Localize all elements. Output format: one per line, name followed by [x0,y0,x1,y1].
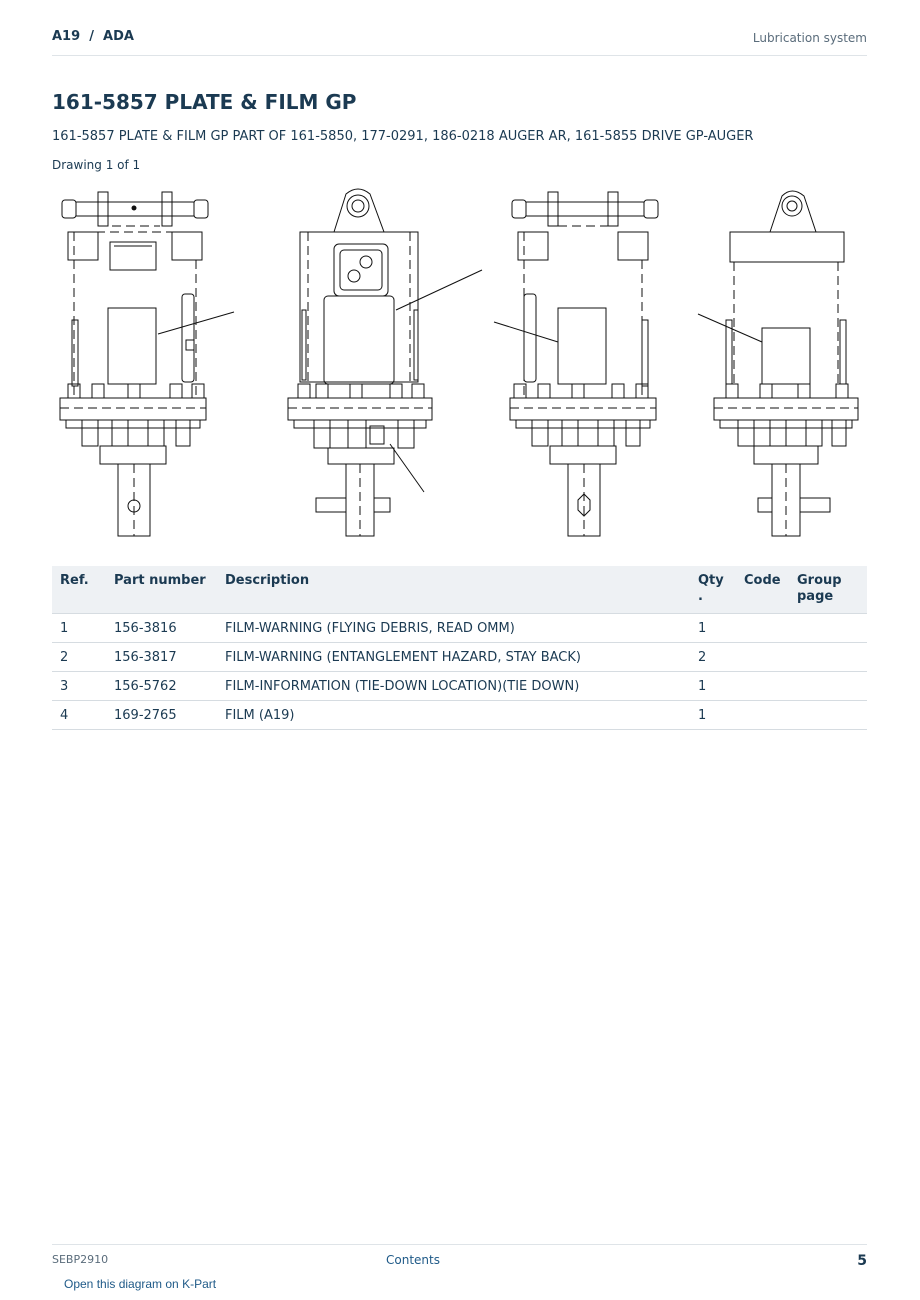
ref-cell: 2 [52,642,114,672]
part-number-cell: 169-2765 [114,700,225,730]
col-group-page: Group page [797,566,867,614]
auger-view-rear [493,191,659,537]
page-number: 5 [857,1253,867,1269]
group-page-cell [797,642,867,672]
section-title: Lubrication system [752,31,867,45]
table-row: 4 169-2765 FILM (A19) 1 [52,700,867,730]
breadcrumb: A19 / ADA [52,29,134,44]
code-cell [744,642,797,672]
auger-view-left [697,190,859,537]
description-cell: FILM-WARNING (FLYING DEBRIS, READ OMM) [225,613,698,643]
col-qty: Qty . [698,566,744,614]
group-page-cell [797,671,867,701]
kpart-link[interactable]: Open this diagram on K-Part [64,1277,217,1291]
footer-divider [52,1244,867,1245]
table-header-row: Ref. Part number Description Qty . Code … [52,566,867,614]
qty-cell: 2 [698,642,744,672]
header-divider [52,55,867,56]
page-title: 161-5857 PLATE & FILM GP [52,90,357,114]
part-number-cell: 156-3817 [114,642,225,672]
part-number-cell: 156-3816 [114,613,225,643]
qty-cell: 1 [698,671,744,701]
description-cell: FILM-INFORMATION (TIE-DOWN LOCATION)(TIE… [225,671,698,701]
code-cell [744,671,797,701]
auger-view-front [59,191,235,537]
code-cell [744,613,797,643]
drawing-label: Drawing 1 of 1 [52,158,141,172]
code-cell [744,700,797,730]
document-id: SEBP2910 [52,1253,109,1266]
part-number-cell: 156-5762 [114,671,225,701]
ref-cell: 3 [52,671,114,701]
col-code: Code [744,566,797,614]
parts-diagram [59,188,859,537]
col-ref: Ref. [52,566,114,614]
parts-table: Ref. Part number Description Qty . Code … [52,566,867,730]
ref-cell: 4 [52,700,114,730]
page-subtitle: 161-5857 PLATE & FILM GP PART OF 161-585… [52,129,754,144]
auger-view-side [287,188,483,537]
col-part-number: Part number [114,566,225,614]
qty-cell: 1 [698,613,744,643]
description-cell: FILM-WARNING (ENTANGLEMENT HAZARD, STAY … [225,642,698,672]
table-row: 2 156-3817 FILM-WARNING (ENTANGLEMENT HA… [52,642,867,672]
table-row: 3 156-5762 FILM-INFORMATION (TIE-DOWN LO… [52,671,867,701]
group-page-cell [797,613,867,643]
qty-cell: 1 [698,700,744,730]
ref-cell: 1 [52,613,114,643]
contents-link[interactable]: Contents [386,1253,440,1267]
col-description: Description [225,566,698,614]
table-row: 1 156-3816 FILM-WARNING (FLYING DEBRIS, … [52,613,867,643]
description-cell: FILM (A19) [225,700,698,730]
group-page-cell [797,700,867,730]
